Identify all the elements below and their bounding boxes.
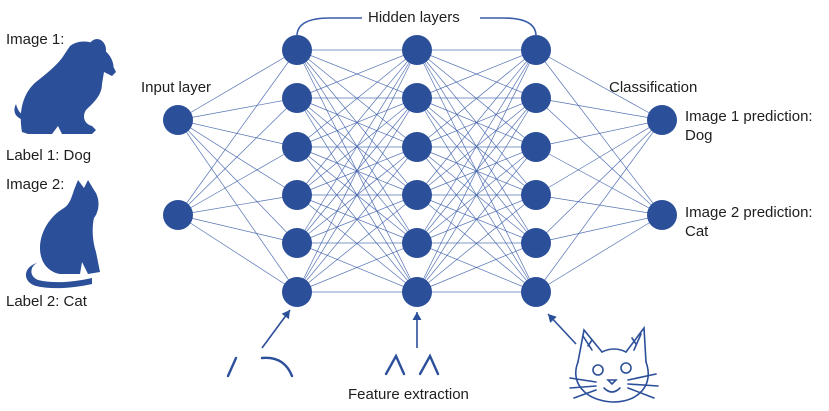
hidden-2-node-2 [402,83,432,113]
connection-edge [177,97,298,121]
connection-edge [535,119,663,244]
hidden-3-node-4 [521,180,551,210]
feature-strokes [226,353,440,378]
image-1-label: Image 1: [6,31,65,48]
input-layer-label: Input layer [141,79,212,96]
label-1-dog: Label 1: Dog [6,147,92,164]
connection-edge [296,194,418,293]
connection-edge [296,49,418,99]
connection-edge [535,97,663,121]
connection-edge [177,119,298,293]
image-1-prediction-line2: Dog [685,127,713,144]
hidden-layers-bracket [296,17,537,37]
hidden-2-node-6 [402,277,432,307]
hidden-3-node-3 [521,132,551,162]
connection-edge [416,194,537,293]
connection-edge [177,49,298,216]
input-node-2 [163,200,193,230]
connection-edge [177,214,298,293]
connection-edge [416,49,537,293]
label-2-cat: Label 2: Cat [6,293,87,310]
output-node-2 [647,200,677,230]
hidden-1-node-4 [282,180,312,210]
connection-edge [296,49,418,148]
input-node-1 [163,105,193,135]
network-nodes [163,35,677,307]
connection-edge [416,49,537,196]
hidden-3-node-2 [521,83,551,113]
connection-edge [416,242,537,293]
image-2-prediction-line2: Cat [685,223,709,240]
connection-edge [416,97,537,293]
network-connections [177,49,663,293]
connection-edge [535,119,663,148]
hidden-1-node-3 [282,132,312,162]
connection-edge [535,119,663,196]
cat-silhouette-icon [25,180,100,289]
feature-arrow-2 [412,312,422,348]
connection-edge [177,146,298,216]
image-2-label: Image 2: [6,176,65,193]
hidden-2-node-5 [402,228,432,258]
connection-edge [416,49,537,148]
cat-face-sketch-icon [569,325,659,403]
connection-edge [296,49,418,293]
hidden-3-node-5 [521,228,551,258]
hidden-layers-label: Hidden layers [368,9,460,26]
connection-edge [535,49,663,216]
hidden-1-node-5 [282,228,312,258]
connection-edge [177,119,298,244]
connection-edge [416,49,537,244]
connection-edge [177,214,298,244]
connection-edge [296,49,418,244]
feature-arrow-3 [547,313,577,345]
classification-label: Classification [609,79,698,96]
connection-edge [296,146,418,293]
image-1-prediction-line1: Image 1 prediction: [685,108,813,125]
hidden-2-node-4 [402,180,432,210]
connection-edge [535,214,663,293]
hidden-3-node-6 [521,277,551,307]
connection-edge [535,194,663,216]
connection-edge [177,119,298,148]
feature-arrow-1 [261,309,291,349]
hidden-1-node-2 [282,83,312,113]
connection-edge [177,97,298,216]
connection-edge [416,146,537,293]
connection-edge [535,97,663,216]
connection-edge [177,194,298,216]
connection-edge [296,97,418,293]
dog-silhouette-icon [14,39,116,134]
connection-edge [177,119,298,196]
image-2-prediction-line1: Image 2 prediction: [685,204,813,221]
connection-edge [416,49,537,99]
connection-edge [535,214,663,244]
connection-edge [535,146,663,216]
connection-edge [177,49,298,121]
connection-edge [535,49,663,121]
hidden-1-node-6 [282,277,312,307]
connection-edge [296,49,418,196]
hidden-2-node-3 [402,132,432,162]
hidden-1-node-1 [282,35,312,65]
connection-edge [535,119,663,293]
hidden-2-node-1 [402,35,432,65]
hidden-3-node-1 [521,35,551,65]
feature-extraction-label: Feature extraction [348,386,469,403]
connection-edge [296,242,418,293]
output-node-1 [647,105,677,135]
